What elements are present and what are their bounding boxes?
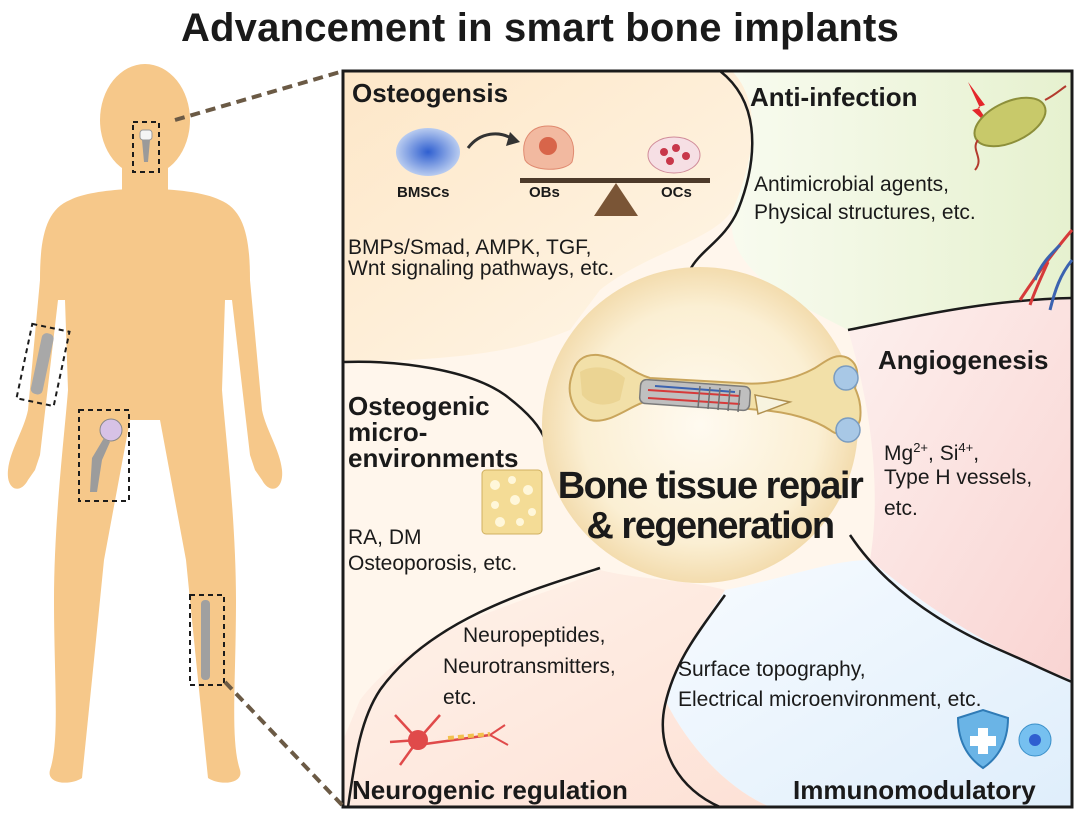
microenvironments-line2: Osteoporosis, etc.: [348, 552, 518, 575]
microenvironments-title-line2: micro-: [348, 417, 428, 447]
osteogenesis-title: Osteogensis: [352, 78, 509, 108]
balance-scale-icon: [520, 178, 710, 216]
anti-infection-line2: Physical structures, etc.: [754, 201, 976, 224]
osteogenesis-illustration: [396, 125, 710, 216]
obs-label: OBs: [529, 184, 560, 201]
mg-ion: Mg: [884, 442, 914, 465]
neurogenic-line2: Neurotransmitters,: [443, 655, 616, 678]
dental-implant-icon: [132, 121, 160, 173]
center-label: Bone tissue repair & regeneration: [545, 466, 875, 546]
immunomodulatory-line2: Electrical microenvironment, etc.: [678, 688, 982, 711]
bmscs-label: BMSCs: [397, 184, 450, 201]
center-label-line2: & regeneration: [586, 505, 835, 547]
si-ion: Si: [939, 442, 959, 465]
osteogenesis-line2: Wnt signaling pathways, etc.: [348, 257, 615, 280]
center-circle: [542, 267, 858, 583]
neurogenic-line3: etc.: [443, 686, 477, 709]
tibia-nail-icon: [189, 594, 225, 686]
angiogenesis-line3: etc.: [884, 497, 918, 520]
angiogenesis-ions: Mg2+, Si4+,: [884, 440, 980, 465]
mg-charge: 2+: [913, 440, 929, 455]
microenvironments-line1: RA, DM: [348, 526, 422, 549]
osteogenesis-line1: BMPs/Smad, AMPK, TGF,: [348, 236, 592, 259]
human-body-silhouette: [7, 64, 283, 783]
anti-infection-title: Anti-infection: [750, 82, 918, 112]
angiogenesis-line2: Type H vessels,: [884, 466, 1033, 489]
forearm-plate-icon: [15, 322, 71, 408]
anti-infection-line1: Antimicrobial agents,: [754, 173, 949, 196]
hip-implant-icon: [78, 409, 130, 502]
figure-title: Advancement in smart bone implants: [180, 6, 900, 50]
neurogenic-title: Neurogenic regulation: [352, 775, 628, 805]
immunomodulatory-line1: Surface topography,: [678, 658, 866, 681]
microenvironments-title-line3: environments: [348, 443, 519, 473]
microenvironments-title: Osteogenic micro- environments: [348, 393, 519, 471]
osteoblast-cell-icon: [523, 125, 574, 170]
immunomodulatory-title: Immunomodulatory: [793, 775, 1036, 805]
neurogenic-line1: Neuropeptides,: [463, 624, 606, 647]
bacteria-icon: [968, 82, 1067, 171]
femur-implant-illustration: [568, 353, 862, 443]
bone-scaffold-icon: [481, 469, 543, 535]
ocs-label: OCs: [661, 184, 692, 201]
angiogenesis-title: Angiogenesis: [878, 345, 1049, 375]
neuron-icon: [389, 714, 509, 766]
implant-markers: [15, 121, 225, 686]
immune-shield-icon: [956, 708, 1052, 770]
center-label-line1: Bone tissue repair: [557, 465, 864, 507]
panel-border: [341, 69, 1074, 809]
blood-vessels-icon: [1018, 229, 1074, 311]
zoom-connector-lines: [174, 70, 344, 807]
osteoclast-cell-icon: [647, 136, 701, 174]
bmsc-cell-icon: [396, 128, 460, 176]
si-charge: 4+: [958, 440, 974, 455]
microenvironments-title-line1: Osteogenic: [348, 391, 490, 421]
panel-dividers: [342, 70, 1073, 809]
